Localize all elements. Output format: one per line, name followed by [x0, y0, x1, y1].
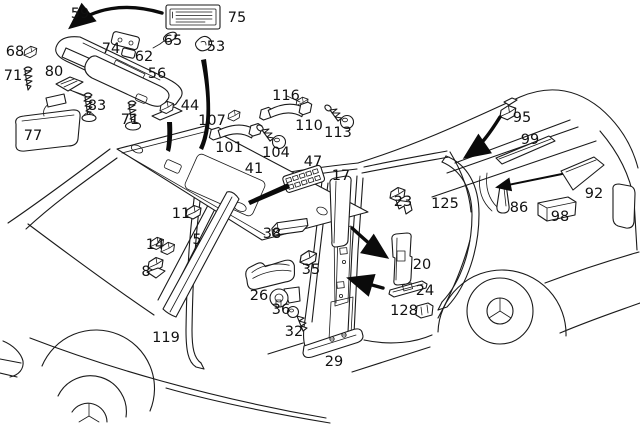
- part-36-retainer: [269, 286, 301, 308]
- part-label-56: 56: [148, 66, 166, 82]
- part-44-clip: [151, 100, 183, 121]
- part-label-36: 36: [272, 302, 290, 318]
- part-47-vent-grille: [282, 164, 326, 193]
- part-label-8: 8: [141, 264, 150, 280]
- part-56-sun-visor: [84, 55, 170, 107]
- part-128-clip: [415, 302, 434, 319]
- arrow-92: [495, 173, 563, 192]
- part-label-59: 59: [71, 6, 89, 22]
- leader-53: [199, 59, 211, 150]
- part-label-65: 65: [164, 33, 182, 49]
- part-23-clip: [389, 186, 413, 215]
- part-label-107: 107: [198, 113, 226, 129]
- part-label-110: 110: [295, 118, 323, 134]
- part-label-119: 119: [152, 330, 180, 346]
- part-99-shelf-strip: [495, 135, 556, 165]
- leader-41-to-47: [248, 183, 290, 205]
- part-95-clip: [499, 97, 518, 121]
- part-label-11: 11: [172, 206, 190, 222]
- part-label-38: 38: [263, 226, 281, 242]
- part-26-pull-handle: [245, 259, 296, 290]
- part-label-68: 68: [6, 44, 24, 60]
- part-label-125: 125: [431, 196, 459, 212]
- part-label-113: 113: [324, 125, 352, 141]
- part-label-5: 5: [192, 232, 201, 248]
- part-label-75: 75: [228, 10, 246, 26]
- part-38-handle-bracket: [271, 218, 309, 237]
- part-label-23: 23: [394, 194, 412, 210]
- rear-wheel-star: [488, 297, 512, 319]
- part-8-clip: [146, 256, 166, 279]
- part-label-71: 71: [4, 68, 22, 84]
- arrow-to-pillar-lower: [346, 273, 385, 297]
- part-label-29: 29: [325, 354, 343, 370]
- part-29-sill-trim: [302, 328, 364, 359]
- part-113-screw: [324, 104, 355, 130]
- part-53-hook: [194, 35, 213, 52]
- part-label-98: 98: [551, 209, 569, 225]
- part-label-26: 26: [250, 288, 268, 304]
- part-label-74: 74: [102, 41, 120, 57]
- part-label-80: 80: [45, 64, 63, 80]
- part-label-95: 95: [513, 110, 531, 126]
- arrow-75-to-visor: [68, 2, 164, 30]
- part-110-grab-handle: [259, 101, 313, 121]
- arrow-to-pillar-upper: [350, 226, 390, 259]
- part-label-99: 99: [521, 132, 539, 148]
- part-label-83: 83: [88, 98, 106, 114]
- front-wheel-star: [78, 403, 100, 423]
- part-98-block: [537, 196, 577, 222]
- part-17-b-pillar-trim: [329, 175, 352, 248]
- part-label-71: 71: [121, 112, 139, 128]
- part-125-door-seal: [437, 155, 480, 311]
- part-83-screw: [81, 92, 97, 123]
- part-71-screw-left: [23, 66, 33, 91]
- part-label-77: 77: [24, 128, 42, 144]
- part-label-47: 47: [304, 154, 322, 170]
- part-104-screw: [256, 124, 287, 150]
- leader-44: [166, 122, 173, 152]
- part-62-clip: [121, 47, 136, 59]
- part-label-104: 104: [262, 145, 290, 161]
- part-label-128: 128: [390, 303, 418, 319]
- car-front-body-outline: [0, 148, 331, 424]
- part-32-screw: [286, 305, 308, 332]
- pointer-arrows: [68, 2, 563, 297]
- part-label-86: 86: [510, 200, 528, 216]
- part-5-a-pillar-trim: [162, 191, 240, 318]
- part-label-35: 35: [302, 262, 320, 278]
- part-label-17: 17: [332, 168, 350, 184]
- part-41-headliner: [116, 125, 369, 241]
- part-label-32: 32: [285, 324, 303, 340]
- part-68-clip: [23, 45, 38, 59]
- tail-light: [612, 183, 636, 229]
- part-label-116: 116: [272, 88, 300, 104]
- part-label-101: 101: [215, 140, 243, 156]
- part-80-bracket: [55, 76, 85, 96]
- part-label-62: 62: [135, 49, 153, 65]
- part-75-vanity-mirror: [165, 4, 221, 30]
- part-77-rear-view-mirror: [15, 93, 81, 152]
- part-label-24: 24: [416, 283, 434, 299]
- car-rear-body-outline: [357, 89, 640, 345]
- part-label-14: 14: [146, 237, 164, 253]
- part-label-53: 53: [207, 39, 225, 55]
- part-label-44: 44: [181, 98, 199, 114]
- part-label-92: 92: [585, 186, 603, 202]
- arrow-95: [462, 115, 502, 159]
- part-107-clip: [227, 109, 241, 122]
- part-24-strip: [388, 280, 428, 298]
- part-74-visor-clip: [110, 31, 140, 51]
- part-20-bracket: [391, 232, 413, 286]
- part-92-c-pillar-trim: [560, 156, 605, 191]
- part-65-bulb: [159, 31, 178, 45]
- part-label-20: 20: [413, 257, 431, 273]
- part-label-41: 41: [245, 161, 263, 177]
- part-71-screw-mid: [124, 100, 142, 131]
